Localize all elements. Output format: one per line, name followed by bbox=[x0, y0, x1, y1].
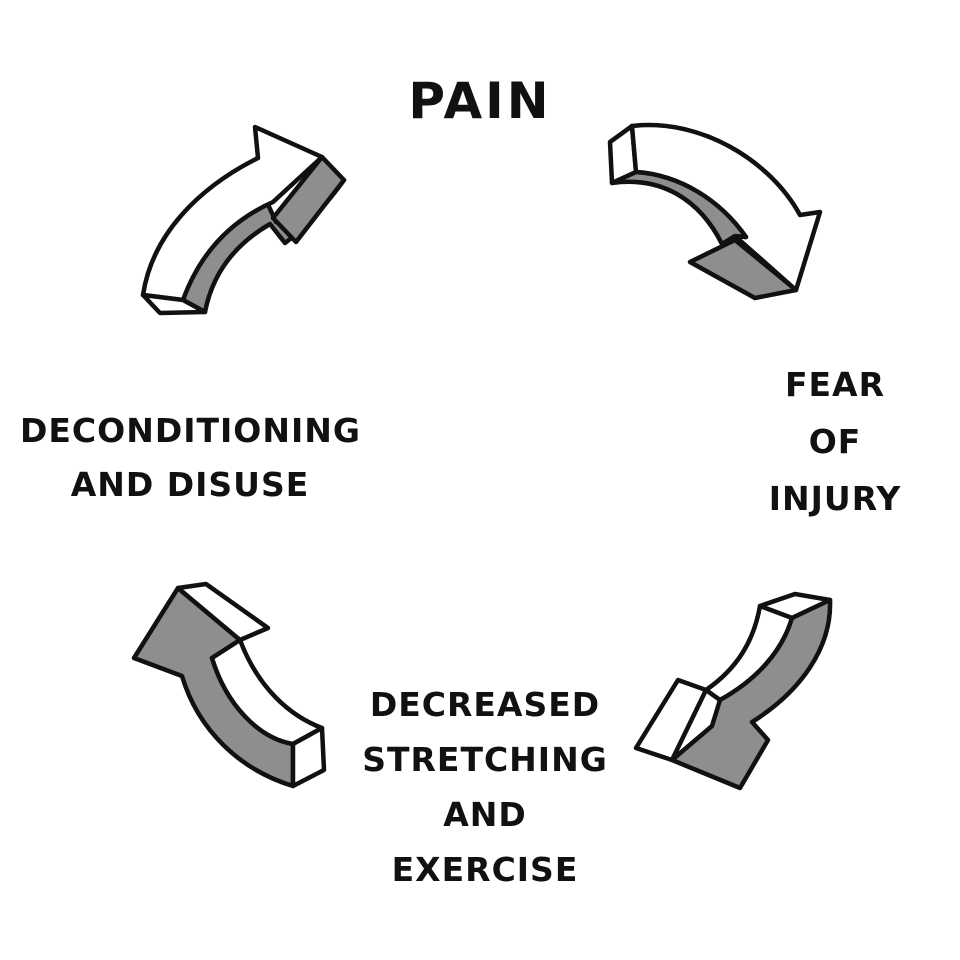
arrow-decreased-to-decond bbox=[131, 581, 327, 789]
node-decond-line-1: Deconditioning bbox=[20, 411, 361, 450]
arrow-decond-to-pain bbox=[140, 124, 347, 316]
arrow-pain-to-fear-side bbox=[609, 169, 749, 247]
node-fear-line-2: of bbox=[808, 422, 862, 461]
arrow-decreased-to-decond-headtop bbox=[175, 581, 271, 643]
node-pain-line-1: Pain bbox=[408, 72, 552, 130]
node-fear-of-injury: Fear of Injury bbox=[740, 368, 930, 539]
arrow-decond-to-pain-cap bbox=[140, 292, 208, 316]
node-decreased-stretching: Decreased stretching and Exercise bbox=[340, 688, 630, 908]
node-fear-line-3: Injury bbox=[768, 479, 902, 518]
node-pain: Pain bbox=[380, 76, 580, 126]
arrow-decond-to-pain-face bbox=[140, 124, 325, 303]
arrow-pain-to-fear-headside bbox=[687, 237, 799, 301]
arrow-fear-to-decreased-face bbox=[669, 597, 833, 791]
node-decreased-line-4: Exercise bbox=[391, 850, 579, 889]
node-decreased-line-2: stretching bbox=[362, 740, 608, 779]
node-deconditioning: Deconditioning and Disuse bbox=[20, 414, 360, 522]
arrow-pain-to-fear bbox=[607, 122, 823, 301]
node-decond-line-2: and Disuse bbox=[70, 465, 310, 504]
node-decreased-line-1: Decreased bbox=[369, 685, 601, 724]
arrow-decond-to-pain-headside bbox=[270, 154, 347, 245]
node-decreased-line-3: and bbox=[443, 795, 527, 834]
arrow-fear-to-decreased bbox=[633, 591, 833, 791]
node-fear-line-1: Fear bbox=[784, 365, 886, 404]
arrow-decreased-to-decond-cap bbox=[290, 725, 327, 789]
arrow-fear-to-decreased-headside bbox=[633, 677, 709, 763]
